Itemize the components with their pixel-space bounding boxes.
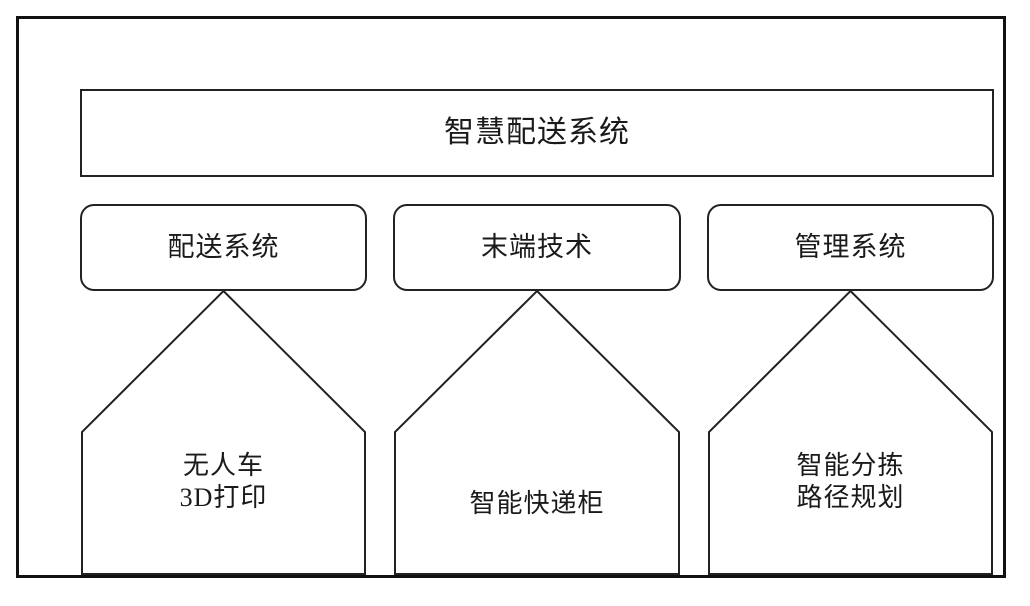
leaf-node-unmanned-vehicle[interactable]: 无人车 3D打印 xyxy=(80,289,367,576)
pentagon-shape-icon xyxy=(708,289,993,575)
root-node-label: 智慧配送系统 xyxy=(444,116,630,149)
pentagon-shape-icon xyxy=(394,289,680,575)
branch-node-terminal-technology[interactable]: 末端技术 xyxy=(393,204,681,291)
root-node-box[interactable]: 智慧配送系统 xyxy=(80,89,994,177)
pentagon-shape-icon xyxy=(81,289,366,575)
branch-node-label: 管理系统 xyxy=(794,232,907,263)
leaf-node-smart-locker[interactable]: 智能快递柜 xyxy=(393,289,681,576)
branch-node-delivery-system[interactable]: 配送系统 xyxy=(80,204,367,291)
branch-node-management-system[interactable]: 管理系统 xyxy=(707,204,994,291)
leaf-node-smart-sorting[interactable]: 智能分拣 路径规划 xyxy=(707,289,994,576)
branch-node-label: 末端技术 xyxy=(481,232,593,263)
branch-node-label: 配送系统 xyxy=(167,232,280,263)
outer-frame: 智慧配送系统 配送系统 末端技术 管理系统 无人车 3D打印 xyxy=(16,16,1006,578)
